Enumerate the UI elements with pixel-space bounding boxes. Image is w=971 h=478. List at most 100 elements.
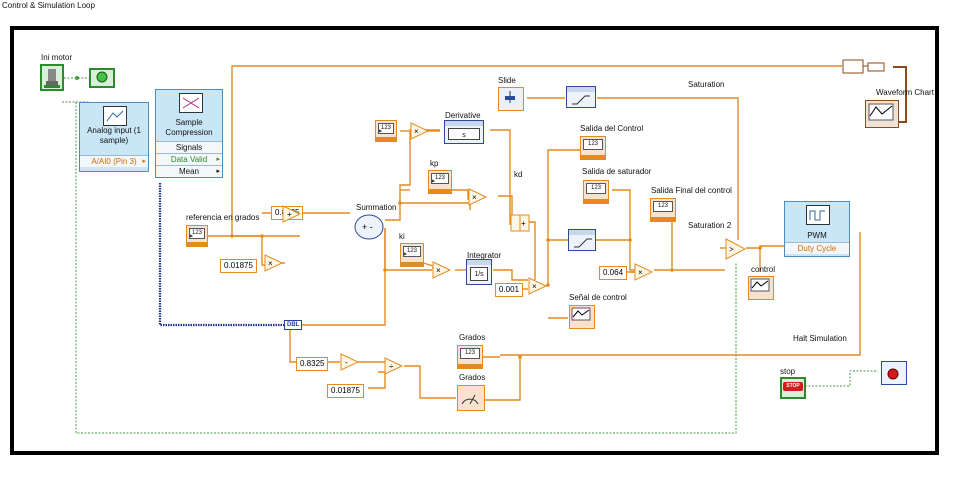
add-node-1[interactable]: + xyxy=(282,205,302,223)
compound-add-node[interactable]: + xyxy=(510,214,530,232)
wire-top xyxy=(231,65,842,236)
constant-0-064[interactable]: 0.064 xyxy=(599,266,628,280)
derivative-block[interactable]: s xyxy=(444,120,484,144)
pwm-duty-cycle[interactable]: Duty Cycle xyxy=(785,242,849,254)
sc-row-mean[interactable]: Mean xyxy=(156,165,222,177)
halt-simulation-function[interactable] xyxy=(881,361,907,385)
salida-saturador-indicator: 123 xyxy=(583,180,609,204)
sample-compression-title: Sample Compression xyxy=(165,118,213,137)
saturation-block-2-instance[interactable] xyxy=(568,229,596,251)
saturation-label: Saturation xyxy=(688,80,725,89)
control-label: control xyxy=(751,265,776,274)
sample-compression-express-vi[interactable]: Sample Compression Signals Data Valid Me… xyxy=(155,89,223,178)
waveform-chart xyxy=(865,100,899,128)
saturation-icon xyxy=(572,95,590,105)
led-indicator xyxy=(89,68,115,88)
referencia-control[interactable]: 123 xyxy=(186,225,208,247)
pwm-express-vi[interactable]: PWM Duty Cycle xyxy=(784,201,850,257)
led-icon xyxy=(96,71,108,83)
salida-control-indicator: 123 xyxy=(580,136,606,160)
divide-node[interactable]: ÷ xyxy=(384,357,404,375)
slider-icon xyxy=(505,91,515,103)
select-node[interactable]: > xyxy=(725,238,747,260)
multiply-node-kd[interactable]: × xyxy=(410,122,430,140)
sc-row-signals[interactable]: Signals xyxy=(156,141,222,153)
salida-control-label: Salida del Control xyxy=(580,124,644,133)
compression-icon xyxy=(179,93,203,113)
multiply-node-kp[interactable]: × xyxy=(468,188,488,206)
svg-text:×: × xyxy=(268,259,273,268)
svg-text:×: × xyxy=(436,266,441,275)
summation-block[interactable]: + - xyxy=(353,213,385,241)
sc-row-data-valid[interactable]: Data Valid xyxy=(156,153,222,165)
constant-0-8325-bottom[interactable]: 0.8325 xyxy=(296,357,329,371)
daq-icon xyxy=(103,106,127,126)
ki-gain-control[interactable]: 123 xyxy=(400,243,424,267)
multiply-node-1[interactable]: × xyxy=(264,254,284,272)
kd-label: kd xyxy=(514,170,523,179)
chart-icon-control xyxy=(750,278,770,292)
stop-sign-icon xyxy=(887,368,899,380)
derivative-label: Derivative xyxy=(445,111,481,120)
slide-label: Slide xyxy=(498,76,516,85)
salida-saturador-label: Salida de saturador xyxy=(582,167,652,176)
constant-0-01875-top[interactable]: 0.01875 xyxy=(220,259,257,273)
senal-control-label: Señal de control xyxy=(569,293,627,302)
kp-gain-control[interactable]: 123 xyxy=(428,170,452,194)
kp-label: kp xyxy=(430,159,439,168)
grados-numeric-indicator: 123 xyxy=(457,345,483,369)
waveform-chart-label: Waveform Chart xyxy=(876,88,934,97)
stop-label: stop xyxy=(780,367,796,376)
ki-label: ki xyxy=(399,232,405,241)
subtract-node[interactable]: - xyxy=(340,353,360,371)
grados1-label: Grados xyxy=(459,333,486,342)
dbl-conversion-node[interactable]: DBL xyxy=(284,320,303,330)
integrator-icon: 1/s xyxy=(470,267,488,281)
stop-control[interactable]: STOP xyxy=(780,377,806,399)
svg-text:-: - xyxy=(345,358,348,367)
constant-0-01875-bottom[interactable]: 0.01875 xyxy=(327,384,364,398)
waveform-icon xyxy=(868,103,894,121)
toggle-switch-icon xyxy=(44,69,60,88)
grados-gauge-indicator xyxy=(457,385,485,411)
svg-text:×: × xyxy=(414,127,419,136)
svg-text:×: × xyxy=(532,282,537,291)
multiply-node-ki[interactable]: × xyxy=(432,261,452,279)
grados2-label: Grados xyxy=(459,373,486,382)
integrator-block[interactable]: 1/s xyxy=(466,259,492,285)
svg-text:÷: ÷ xyxy=(389,362,394,371)
saturation-block[interactable] xyxy=(566,86,596,108)
ini-motor-label: Ini motor xyxy=(41,53,73,62)
svg-text:×: × xyxy=(638,268,643,277)
summation-label: Summation xyxy=(356,203,397,212)
svg-text:+: + xyxy=(287,210,292,219)
senal-control-chart xyxy=(569,305,595,329)
salida-final-indicator: 123 xyxy=(650,198,676,222)
pwm-title: PWM xyxy=(807,231,827,240)
build-array-nodes[interactable] xyxy=(842,59,896,75)
svg-text:+: + xyxy=(521,219,526,228)
saturation2-label: Saturation 2 xyxy=(688,221,732,230)
svg-text:×: × xyxy=(472,193,477,202)
multiply-node-gain[interactable]: × xyxy=(634,263,654,281)
kd-gain-control[interactable]: 123 xyxy=(375,120,397,142)
integrator-label: Integrator xyxy=(467,251,502,260)
analog-input-output[interactable]: A/AI0 (Pin 3) xyxy=(80,155,148,167)
slide-control[interactable] xyxy=(498,87,524,111)
gauge-icon xyxy=(461,394,479,405)
constant-0-001[interactable]: 0.001 xyxy=(495,283,524,297)
svg-text:>: > xyxy=(729,245,734,254)
pwm-icon xyxy=(806,205,830,225)
analog-input-express-vi[interactable]: Analog input (1 sample) A/AI0 (Pin 3) xyxy=(79,102,149,172)
chart-icon xyxy=(571,307,591,321)
analog-input-title: Analog input (1 sample) xyxy=(87,126,141,145)
ini-motor-control[interactable] xyxy=(40,64,64,91)
stop-button[interactable]: STOP xyxy=(783,382,803,391)
saturation-icon-2 xyxy=(574,238,592,248)
halt-simulation-label: Halt Simulation xyxy=(793,334,847,343)
multiply-node-dt[interactable]: × xyxy=(528,277,548,295)
loop-title: Control & Simulation Loop xyxy=(2,1,95,10)
svg-text:+ -: + - xyxy=(362,222,373,232)
control-chart xyxy=(748,276,774,300)
